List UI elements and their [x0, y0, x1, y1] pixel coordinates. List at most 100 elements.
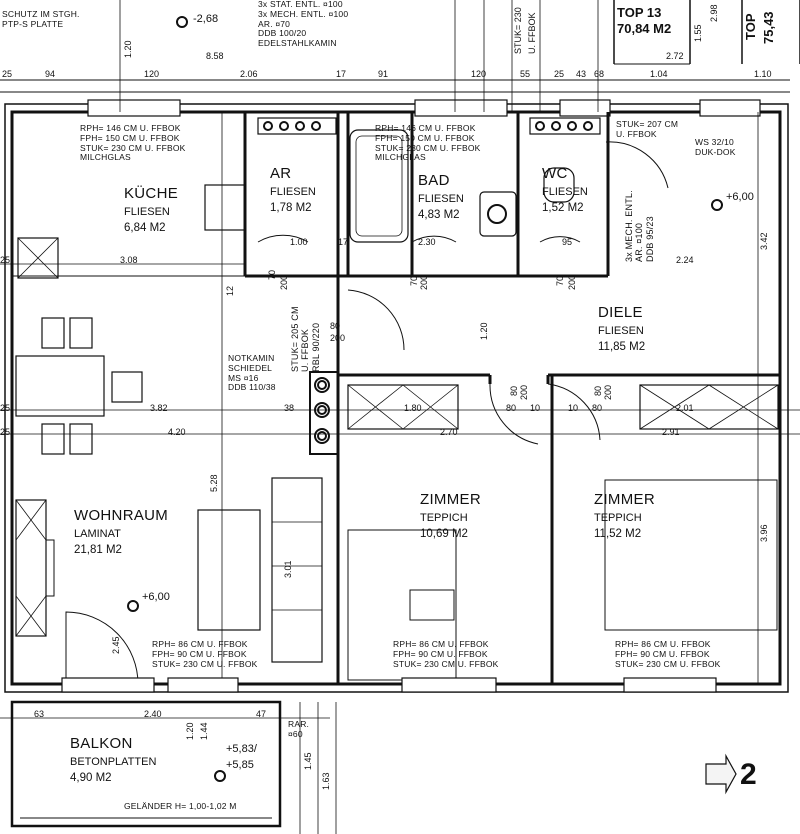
dim-h-14: 25: [0, 255, 11, 265]
note-stuk-notkamin: STUK= 205 CM U. FFBOK RBL 90/220: [290, 306, 321, 372]
dim-v-4: 1.63: [321, 772, 331, 790]
dim-top-7: 120: [471, 69, 487, 79]
room-name-kueche: KÜCHE: [124, 185, 179, 202]
note-bad-window: RPH= 146 CM U. FFBOK FPH= 150 CM U. FFBO…: [375, 123, 481, 163]
elevation-balkon-2: +5,85: [226, 759, 254, 771]
dim-v-5: 1.45: [303, 752, 313, 770]
note-ws: WS 32/10 DUK-DOK: [695, 137, 736, 157]
top-right-partial: TOP: [743, 13, 758, 41]
dim-top-6: 91: [378, 69, 389, 79]
room-name-diele: DIELE: [598, 304, 643, 321]
dim-top-1: 94: [45, 69, 56, 79]
dim-top-12: 1.04: [650, 69, 668, 79]
elevation-diele: +6,00: [726, 191, 754, 203]
room-material-zimmer-1: TEPPICH: [420, 512, 468, 524]
door-dim-8: 70: [555, 275, 565, 286]
dim-top-14: 1.10: [754, 69, 772, 79]
dim-v-8: 1.20: [479, 322, 489, 340]
note-gelaender: GELÄNDER H= 1,00-1,02 M: [124, 801, 237, 811]
elevation-wohnraum: +6,00: [142, 591, 170, 603]
dim-v-3: 3.42: [759, 232, 769, 250]
dim-h-4: 4.20: [168, 427, 186, 437]
room-name-balkon: BALKON: [70, 735, 133, 752]
dim-top-4: 2.06: [240, 69, 258, 79]
door-dim-13: 80: [592, 403, 603, 413]
elevation-top: -2,68: [193, 13, 219, 25]
stair-reference: 2: [740, 758, 757, 791]
dim-h-8: 2.91: [662, 427, 680, 437]
dim-top-3: 8.58: [206, 51, 224, 61]
dim-h-13: 95: [562, 237, 573, 247]
note-wc-mech: 3x MECH. ENTL. AR. ¤100 DDB 95/23: [624, 190, 655, 262]
dim-h-10: 2.40: [144, 709, 162, 719]
room-material-zimmer-2: TEPPICH: [594, 512, 642, 524]
room-name-zimmer-2: ZIMMER: [594, 491, 655, 508]
note-notkamin: NOTKAMIN SCHIEDEL MS ¤16 DDB 110/38: [228, 353, 276, 393]
room-area-diele: 11,85 M2: [598, 341, 646, 353]
room-name-wohnraum: WOHNRAUM: [74, 507, 169, 524]
elevation-balkon-1: +5,83/: [226, 743, 257, 755]
dim-top-9: 25: [554, 69, 565, 79]
dim-h-5: 1.80: [404, 403, 422, 413]
dim-v-0: 5.28: [209, 474, 219, 492]
note-diele-stuk: STUK= 207 CM U. FFBOK: [616, 119, 679, 139]
dim-v-2: 3.96: [759, 524, 769, 542]
dim-top-2: 120: [144, 69, 160, 79]
dim-v-7: 1.44: [199, 722, 209, 740]
room-area-wohnraum: 21,81 M2: [74, 544, 122, 556]
dim-h-12: 1.00: [290, 237, 308, 247]
room-area-balkon: 4,90 M2: [70, 772, 112, 784]
dim-v-6: 1.20: [185, 722, 195, 740]
room-material-diele: FLIESEN: [598, 325, 644, 337]
room-area-ar: 1,78 M2: [270, 202, 312, 214]
room-name-ar: AR: [270, 165, 292, 182]
dim-v-10: 1.20: [123, 40, 133, 58]
door-dim-2: 80: [509, 385, 519, 396]
note-rar: RAR. ¤60: [288, 719, 310, 739]
dim-top-0: 25: [2, 69, 13, 79]
dim-h-16: 25: [0, 427, 11, 437]
door-dim-10: 70: [267, 269, 277, 280]
top13-area: 70,84 M2: [617, 21, 672, 36]
door-dim-14: 80: [506, 403, 517, 413]
room-material-wc: FLIESEN: [542, 186, 588, 198]
dim-h-3: 3.82: [150, 403, 168, 413]
door-dim-9: 200: [567, 274, 577, 290]
room-name-wc: WC: [542, 165, 568, 182]
dim-v-12: 2.98: [709, 4, 719, 22]
room-area-zimmer-2: 11,52 M2: [594, 528, 642, 540]
note-wohn-window: RPH= 86 CM U. FFBOK FPH= 90 CM U. FFBOK …: [152, 639, 258, 669]
stgh-note: SCHUTZ IM STGH. PTP-S PLATTE: [2, 9, 80, 29]
door-dim-3: 200: [519, 384, 529, 400]
door-dim-11: 200: [279, 274, 289, 290]
room-area-zimmer-1: 10,69 M2: [420, 528, 468, 540]
room-material-balkon: BETONPLATTEN: [70, 756, 157, 768]
room-name-bad: BAD: [418, 172, 450, 189]
room-area-kueche: 6,84 M2: [124, 222, 166, 234]
room-material-bad: FLIESEN: [418, 193, 464, 205]
room-area-bad: 4,83 M2: [418, 209, 460, 221]
door-dim-16: 17: [338, 237, 349, 247]
dim-top-10: 43: [576, 69, 587, 79]
dim-h-0: 3.08: [120, 255, 138, 265]
room-name-zimmer-1: ZIMMER: [420, 491, 481, 508]
dim-h-9: 63: [34, 709, 45, 719]
note-zimmer2-window: RPH= 86 CM U. FFBOK FPH= 90 CM U. FFBOK …: [615, 639, 721, 669]
dim-v-9: 2.45: [111, 636, 121, 654]
room-material-wohnraum: LAMINAT: [74, 528, 121, 540]
top13-label: TOP 13: [617, 5, 662, 20]
top-right-area: 75,43: [761, 11, 776, 44]
door-dim-6: 80: [330, 321, 341, 331]
entl-note: 3x STAT. ENTL. ¤100 3x MECH. ENTL. ¤100 …: [258, 0, 349, 49]
dim-h-2: 2.24: [676, 255, 694, 265]
room-material-kueche: FLIESEN: [124, 206, 170, 218]
u-ffbok-label: U. FFBOK: [527, 12, 537, 54]
door-dim-0: 70: [409, 275, 419, 286]
dim-h-7: 2.01: [676, 403, 694, 413]
dim-top-11: 68: [594, 69, 605, 79]
door-dim-17: 12: [225, 285, 235, 296]
dim-h-1: 2.30: [418, 237, 436, 247]
dim-h-11: 47: [256, 709, 267, 719]
